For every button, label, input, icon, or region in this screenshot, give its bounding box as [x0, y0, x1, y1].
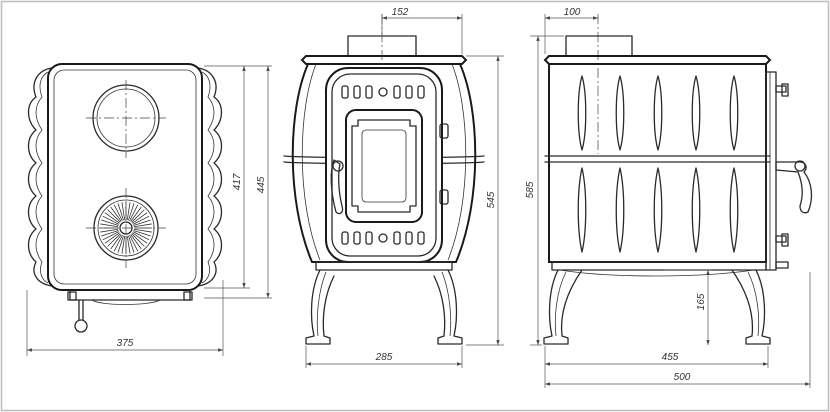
side-body — [548, 64, 767, 263]
burner-ray — [101, 230, 119, 237]
side-door — [765, 71, 777, 271]
burner-ray — [132, 212, 148, 224]
side-rib — [653, 167, 663, 253]
top-view — [27, 63, 223, 333]
burner-ray — [117, 235, 124, 253]
burner-ray — [129, 204, 139, 222]
burner-ray — [101, 219, 119, 226]
burner-ray — [133, 223, 152, 228]
burner-ray — [102, 215, 120, 225]
side-rib — [615, 167, 625, 253]
side-rib — [691, 167, 701, 253]
burner-ray — [132, 215, 150, 225]
top-plate — [47, 63, 203, 291]
burner-ray — [128, 203, 135, 221]
side-rib — [691, 75, 701, 151]
dim-417: 417 — [232, 173, 243, 190]
burner-ray — [132, 231, 150, 241]
right-fin-contour — [197, 67, 223, 287]
side-rib — [577, 75, 587, 151]
burner-ray — [126, 202, 131, 221]
burner-ray — [121, 235, 126, 254]
side-view-dimensions: 100 585 165 455 500 — [525, 7, 811, 388]
door-handle — [330, 159, 344, 215]
front-view — [283, 14, 485, 345]
front-view-dimensions: 152 545 285 — [305, 7, 504, 368]
burner-ray — [128, 235, 135, 253]
top-view-dimensions: 417 445 375 — [26, 65, 272, 356]
burner-ray — [102, 231, 120, 241]
dim-445: 445 — [256, 176, 267, 193]
burner-ray — [133, 230, 151, 237]
side-chimney-pipe — [565, 35, 633, 57]
front-left-leg — [305, 269, 335, 345]
burner-ray — [100, 228, 119, 233]
side-rib — [729, 167, 739, 253]
side-right-leg — [731, 269, 771, 345]
burner-ray — [126, 235, 131, 254]
side-ribs — [577, 75, 739, 253]
side-rib — [653, 75, 663, 151]
dim-585: 585 — [525, 181, 536, 198]
burner-ray — [110, 234, 122, 250]
glass-window — [345, 109, 423, 223]
front-right-leg — [433, 269, 463, 345]
dim-545: 545 — [486, 191, 497, 208]
bottom-vent-slots — [341, 231, 425, 245]
dim-152: 152 — [392, 7, 409, 18]
burner-ray — [130, 206, 142, 222]
left-fin-contour — [27, 67, 53, 287]
dim-165: 165 — [696, 293, 707, 310]
burner-ray — [117, 203, 124, 221]
burner-ray — [131, 209, 145, 223]
burner-ray — [132, 232, 148, 244]
dim-500: 500 — [674, 372, 691, 383]
burner-ray — [121, 202, 126, 221]
side-top-plate — [543, 55, 772, 65]
dim-375: 375 — [117, 338, 134, 349]
side-rib — [615, 75, 625, 151]
burner-ray — [113, 204, 123, 222]
door-handle-knob — [74, 319, 88, 333]
side-rib — [729, 75, 739, 151]
burner-ray — [129, 234, 139, 252]
side-door-handle — [775, 161, 813, 214]
burner-ray — [110, 206, 122, 222]
burner-ray — [104, 232, 120, 244]
top-vent-slots — [341, 85, 425, 99]
side-rib — [577, 167, 587, 253]
side-view — [543, 14, 813, 345]
dim-455: 455 — [662, 352, 679, 363]
burner-ray — [130, 234, 142, 250]
dim-100: 100 — [564, 7, 581, 18]
burner-ray — [100, 223, 119, 228]
front-top-plate — [300, 55, 468, 65]
burner-ray — [131, 233, 145, 247]
side-left-leg — [543, 269, 583, 345]
dim-285: 285 — [375, 352, 393, 363]
burner-ray — [133, 219, 151, 226]
burner-ray — [107, 233, 121, 247]
burner-ray — [133, 228, 152, 233]
burner-ray — [107, 209, 121, 223]
burner-ray — [113, 234, 123, 252]
burner-ray — [104, 212, 120, 224]
